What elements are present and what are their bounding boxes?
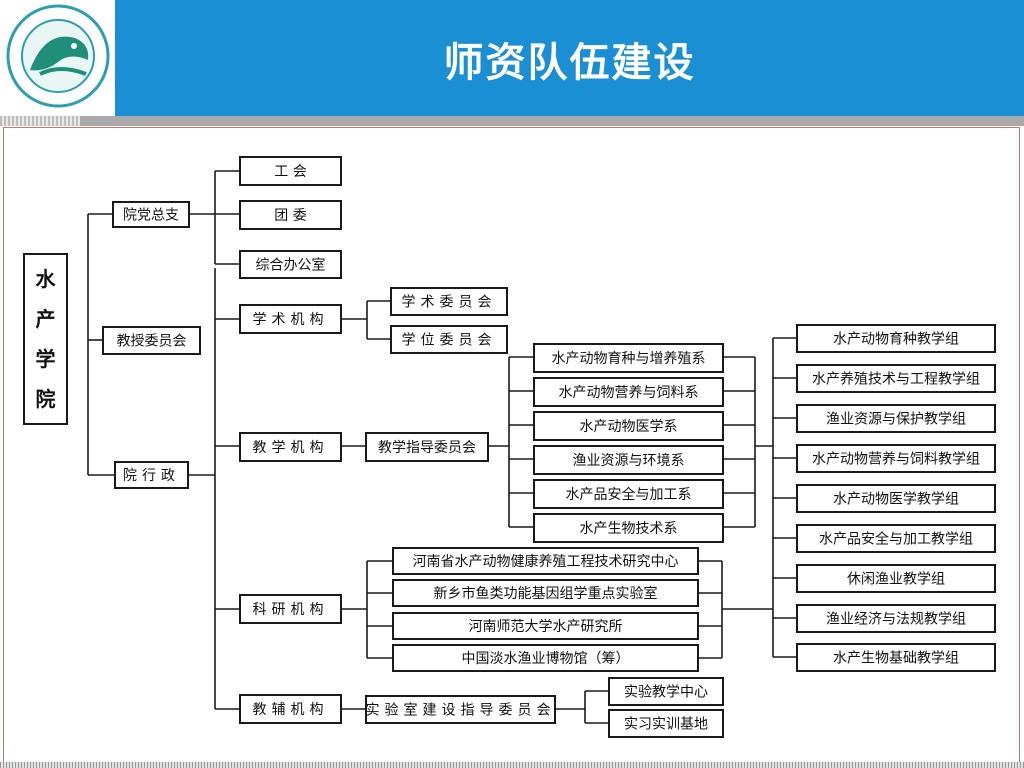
node-administration: 院行政 bbox=[114, 461, 189, 489]
node-degree-committee: 学位委员会 bbox=[390, 325, 508, 354]
node-label: 水产品安全与加工系 bbox=[566, 486, 692, 503]
title-band bbox=[115, 0, 1024, 116]
node-department: 渔业资源与环境系 bbox=[533, 445, 724, 475]
node-label: 河南师范大学水产研究所 bbox=[469, 618, 623, 635]
node-research-center: 新乡市鱼类功能基因组学重点实验室 bbox=[392, 579, 699, 607]
connector-lines bbox=[87, 170, 797, 724]
node-label: 科研机构 bbox=[253, 602, 329, 618]
bottom-border bbox=[0, 762, 1024, 768]
node-label: 水产养殖技术与工程教学组 bbox=[812, 371, 980, 388]
node-teaching-support: 教辅机构 bbox=[239, 694, 342, 724]
logo-area bbox=[0, 0, 115, 116]
node-label: 渔业经济与法规教学组 bbox=[826, 612, 966, 628]
node-label: 水产动物医学教学组 bbox=[833, 492, 959, 508]
node-research-bodies: 科研机构 bbox=[239, 594, 342, 624]
node-labor-union: 工 会 bbox=[239, 156, 342, 186]
node-teaching-steering-committee: 教学指导委员会 bbox=[365, 432, 489, 462]
node-label: 实习实训基地 bbox=[624, 716, 708, 733]
node-label: 中国淡水渔业博物馆（筹） bbox=[462, 650, 630, 667]
page-title: 师资队伍建设 bbox=[443, 40, 696, 86]
root-char-3: 学 bbox=[36, 347, 56, 371]
node-youth-league: 团 委 bbox=[239, 200, 342, 230]
node-label: 实验教学中心 bbox=[624, 685, 708, 701]
node-teaching-group: 水产动物育种教学组 bbox=[796, 324, 996, 353]
node-label: 院党总支 bbox=[123, 208, 179, 224]
root-node-college: 水 产 学 院 bbox=[23, 253, 68, 425]
node-label: 水产动物育种教学组 bbox=[833, 332, 959, 348]
node-teaching-bodies: 教学机构 bbox=[239, 432, 342, 462]
node-department: 水产动物营养与饲料系 bbox=[533, 377, 724, 407]
node-label: 工 会 bbox=[274, 164, 306, 180]
node-practice-training-base: 实习实训基地 bbox=[608, 709, 724, 738]
node-lab-construction-committee: 实验室建设指导委员会 bbox=[365, 695, 556, 724]
node-label: 教授委员会 bbox=[117, 334, 187, 350]
node-professors-committee: 教授委员会 bbox=[102, 326, 201, 355]
node-academic-bodies: 学术机构 bbox=[239, 304, 342, 334]
node-label: 水产动物医学系 bbox=[580, 419, 678, 435]
node-department: 水产动物医学系 bbox=[533, 411, 724, 441]
node-label: 水产动物营养与饲料教学组 bbox=[812, 452, 980, 468]
node-label: 院行政 bbox=[123, 468, 180, 484]
node-teaching-group: 渔业经济与法规教学组 bbox=[796, 604, 996, 633]
node-label: 水产生物技术系 bbox=[580, 521, 678, 537]
node-teaching-group: 水产动物营养与饲料教学组 bbox=[796, 444, 996, 473]
node-label: 水产动物育种与增养殖系 bbox=[552, 350, 706, 367]
node-teaching-group: 渔业资源与保护教学组 bbox=[796, 404, 996, 433]
node-label: 河南省水产动物健康养殖工程技术研究中心 bbox=[413, 553, 679, 570]
node-label: 教学指导委员会 bbox=[378, 440, 476, 456]
node-label: 学术机构 bbox=[253, 312, 329, 328]
node-experimental-teaching-center: 实验教学中心 bbox=[608, 677, 724, 706]
node-label: 团 委 bbox=[274, 208, 306, 224]
node-label: 教辅机构 bbox=[253, 702, 329, 718]
university-logo bbox=[6, 4, 110, 108]
node-party-branch: 院党总支 bbox=[112, 201, 190, 228]
root-char-4: 院 bbox=[36, 387, 56, 411]
node-research-center: 河南师范大学水产研究所 bbox=[392, 612, 699, 640]
node-label: 水产品安全与加工教学组 bbox=[819, 531, 973, 548]
root-char-2: 产 bbox=[36, 307, 56, 331]
node-teaching-group: 水产养殖技术与工程教学组 bbox=[796, 364, 996, 393]
node-label: 教学机构 bbox=[253, 440, 329, 456]
node-label: 渔业资源与环境系 bbox=[573, 453, 685, 469]
node-teaching-group: 水产生物基础教学组 bbox=[796, 643, 996, 672]
node-academic-committee: 学术委员会 bbox=[390, 287, 508, 316]
root-char-1: 水 bbox=[36, 267, 57, 291]
node-department: 水产生物技术系 bbox=[533, 513, 724, 543]
node-label: 水产生物基础教学组 bbox=[833, 650, 959, 667]
header-divider-pattern bbox=[0, 116, 80, 126]
header-divider bbox=[0, 116, 1024, 126]
node-teaching-group: 水产动物医学教学组 bbox=[796, 484, 996, 513]
node-label: 综合办公室 bbox=[256, 257, 326, 274]
node-teaching-group: 休闲渔业教学组 bbox=[796, 564, 996, 593]
node-label: 休闲渔业教学组 bbox=[847, 572, 945, 588]
node-general-office: 综合办公室 bbox=[239, 250, 342, 279]
node-label: 实验室建设指导委员会 bbox=[366, 702, 556, 719]
node-research-center: 中国淡水渔业博物馆（筹） bbox=[392, 644, 699, 672]
node-label: 学位委员会 bbox=[402, 333, 497, 349]
node-label: 水产动物营养与饲料系 bbox=[559, 385, 699, 401]
node-label: 渔业资源与保护教学组 bbox=[826, 412, 966, 428]
node-department: 水产品安全与加工系 bbox=[533, 479, 724, 509]
slide-header: 师资队伍建设 bbox=[0, 0, 1024, 116]
node-department: 水产动物育种与增养殖系 bbox=[533, 343, 724, 373]
node-research-center: 河南省水产动物健康养殖工程技术研究中心 bbox=[392, 547, 699, 575]
node-teaching-group: 水产品安全与加工教学组 bbox=[796, 524, 996, 553]
node-label: 学术委员会 bbox=[402, 295, 497, 311]
node-label: 新乡市鱼类功能基因组学重点实验室 bbox=[434, 585, 658, 602]
